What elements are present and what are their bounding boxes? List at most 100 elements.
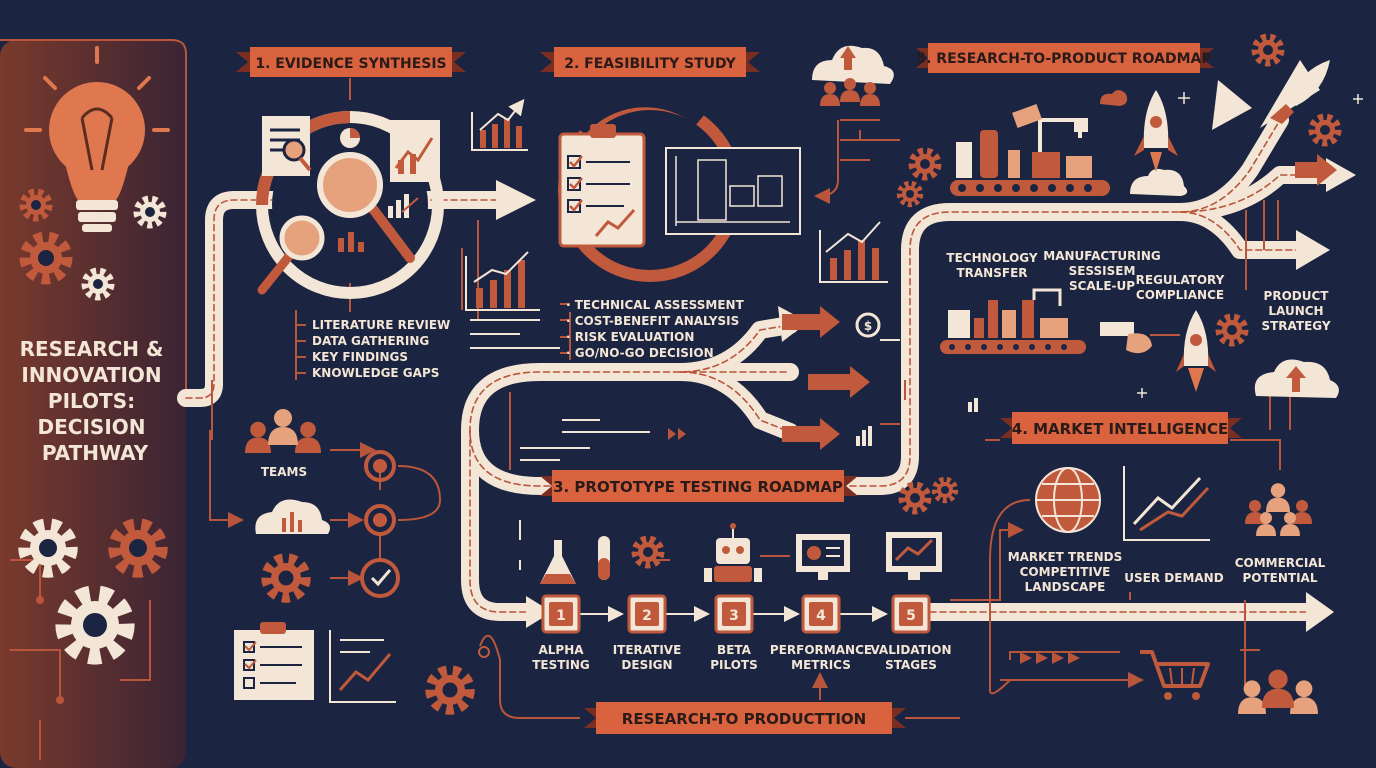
clipboard-icon <box>558 124 646 248</box>
gear-icon <box>431 671 470 710</box>
bar-chart-icon <box>465 251 540 311</box>
stage-number: 5 <box>906 608 916 624</box>
gear-icon <box>1255 37 1281 63</box>
svg-text:RESEARCH-TO PRODUCTTION: RESEARCH-TO PRODUCTTION <box>622 710 866 728</box>
svg-text:2. FEASIBILITY STUDY: 2. FEASIBILITY STUDY <box>564 56 736 72</box>
cart-icon <box>1140 650 1210 700</box>
checkmark-icon <box>360 558 400 598</box>
bar-chart-icon <box>471 98 528 151</box>
gear-icon <box>912 151 938 177</box>
gear-icon <box>635 539 661 565</box>
people-icon <box>1238 669 1318 714</box>
svg-text:$: $ <box>864 319 872 333</box>
line-chart-icon <box>329 630 396 703</box>
main-pathway <box>177 111 1344 621</box>
handshake-icon <box>1100 322 1152 354</box>
cloud-people-icon <box>812 45 894 106</box>
teams-label: TEAMS <box>261 465 307 479</box>
stage-number: 2 <box>642 608 652 624</box>
stage-number: 1 <box>556 608 566 624</box>
banner-prototype-testing-roadmap: 3. PROTOTYPE TESTING ROADMAP <box>540 470 858 502</box>
evidence-synthesis-cluster <box>256 111 444 299</box>
gear-icon <box>935 480 956 501</box>
people-icon <box>1245 483 1312 536</box>
magnifier-icon <box>282 138 312 172</box>
svg-text:1. EVIDENCE SYNTHESIS: 1. EVIDENCE SYNTHESIS <box>255 56 446 72</box>
banner-feasibility-study: 2. FEASIBILITY STUDY <box>540 47 760 77</box>
cloud-icon <box>1100 90 1128 106</box>
gear-icon <box>900 184 921 205</box>
stage-number: 3 <box>729 608 739 624</box>
line-chart-icon <box>1123 466 1210 541</box>
monitor-chart-icon <box>886 532 942 580</box>
factory-icon <box>940 288 1086 354</box>
lightbulb-icon <box>24 46 170 232</box>
dollar-icon: $ <box>855 312 881 338</box>
gear-icon <box>902 485 928 511</box>
svg-text:5. RESEARCH-TO-PRODUCT ROADMAP: 5. RESEARCH-TO-PRODUCT ROADMAP <box>916 51 1211 67</box>
small-bars-icon <box>856 398 978 446</box>
stage-number: 4 <box>816 608 826 624</box>
bar-chart-icon <box>388 194 409 218</box>
blueprint-icon <box>665 147 801 235</box>
rocket-icon <box>1130 90 1188 196</box>
banner-research-to-production: RESEARCH-TO PRODUCTTION <box>584 702 906 734</box>
feasibility-study-cluster <box>558 93 801 282</box>
bar-chart-icon <box>819 221 888 283</box>
title-panel: RESEARCH & INNOVATION PILOTS: DECISION P… <box>0 39 187 768</box>
flask-icon <box>540 536 610 584</box>
direction-arrows <box>782 154 1337 450</box>
cloud-upload-icon <box>1254 359 1339 398</box>
rocket-icon <box>1270 60 1330 124</box>
gear-icon <box>267 559 306 598</box>
banner-market-intelligence: 4. MARKET INTELLIGENCE <box>1000 412 1242 444</box>
pathway-arrowheads <box>496 60 1356 632</box>
magnifier-icon <box>317 152 415 263</box>
rocket-icon <box>1176 310 1216 392</box>
page-title: RESEARCH & INNOVATION PILOTS: DECISION P… <box>20 337 171 465</box>
banner-evidence-synthesis: 1. EVIDENCE SYNTHESIS <box>236 47 466 77</box>
dash-lines <box>461 220 900 570</box>
feasibility-list: · TECHNICAL ASSESSMENT · COST-BENEFIT AN… <box>566 298 748 360</box>
gear-icon <box>1312 117 1338 143</box>
cloud-upload-icon <box>255 499 330 534</box>
svg-text:4. MARKET INTELLIGENCE: 4. MARKET INTELLIGENCE <box>1012 420 1228 438</box>
svg-text:3. PROTOTYPE TESTING ROADMAP: 3. PROTOTYPE TESTING ROADMAP <box>553 478 843 496</box>
sparkle-icon <box>1137 92 1363 398</box>
people-icon <box>245 409 321 453</box>
clipboard-icon <box>234 622 314 700</box>
monitor-icon <box>796 534 850 580</box>
banner-research-to-product-roadmap: 5. RESEARCH-TO-PRODUCT ROADMAP <box>916 43 1214 73</box>
market-label: USER DEMAND <box>1124 571 1223 585</box>
small-arrow-markers <box>668 428 1080 664</box>
evidence-list: LITERATURE REVIEW DATA GATHERING KEY FIN… <box>312 318 454 380</box>
magnifier-icon <box>257 215 325 295</box>
robot-icon <box>704 523 762 582</box>
connector-lines <box>209 78 1291 719</box>
gear-icon <box>1219 317 1245 343</box>
factory-icon <box>950 104 1110 196</box>
report-chart-icon <box>390 120 440 182</box>
decision-nodes <box>360 450 400 598</box>
